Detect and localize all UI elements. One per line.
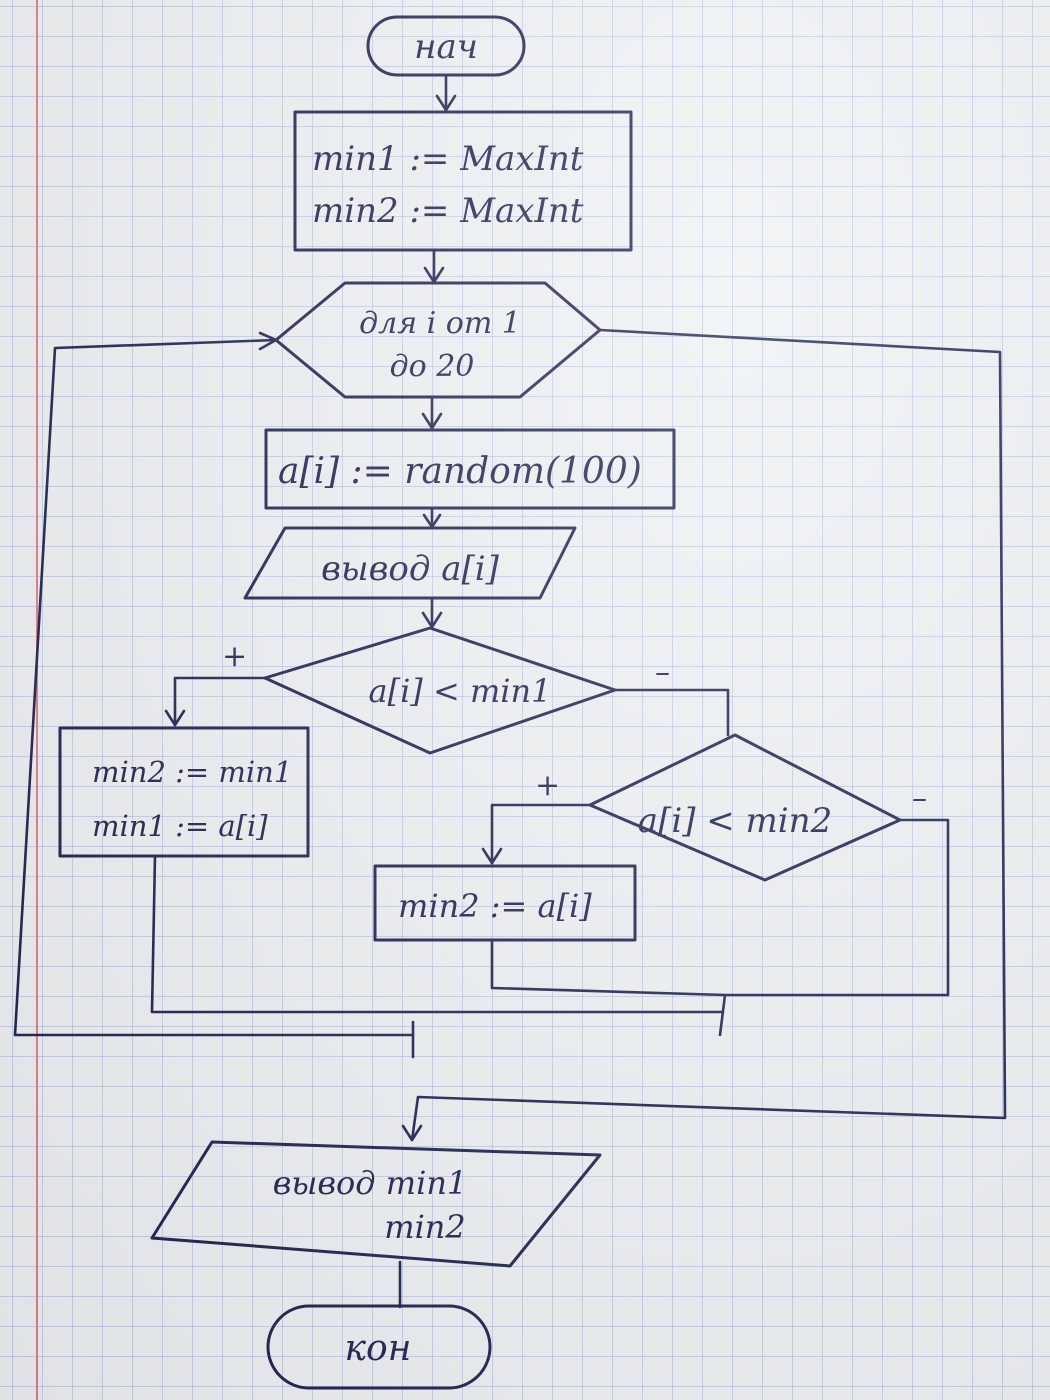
condition-2-yes-label: +: [535, 768, 560, 803]
init-line-2: min2 := MaxInt: [312, 191, 584, 231]
branch-1-line-1: min2 := min1: [92, 755, 292, 789]
connector-loop-exit: [410, 328, 1007, 1142]
condition-2-diamond: [588, 733, 902, 882]
arrow-head: [164, 709, 186, 727]
loop-line-1: для i от 1: [359, 306, 521, 341]
loop-header: для i от 1 до 20: [274, 281, 602, 399]
branch-2-box: [373, 864, 637, 942]
start-terminal: нач: [366, 15, 526, 77]
end-terminal: кон: [266, 1304, 492, 1390]
condition-1-diamond: [263, 626, 617, 755]
condition-2-label: a[i] < min2: [638, 801, 832, 841]
connector-cond2-no: [723, 818, 950, 997]
branch-1-line-2: min1 := a[i]: [92, 809, 268, 843]
output-item-parallelogram: [243, 526, 577, 600]
branch-1-box: [58, 726, 310, 858]
condition-1-no-label: –: [655, 655, 670, 690]
condition-2-no-label: –: [912, 781, 927, 816]
init-process: min1 := MaxInt min2 := MaxInt: [293, 110, 633, 252]
arrow-head: [481, 847, 503, 865]
init-box: [293, 110, 633, 252]
output-item: вывод a[i]: [243, 526, 577, 600]
connector-cond1-yes: [173, 676, 267, 727]
assign-process: a[i] := random(100): [264, 428, 676, 510]
branch-2-label: min2 := a[i]: [398, 887, 592, 925]
output-result-parallelogram: [150, 1140, 602, 1268]
connector-cond2-yes: [490, 803, 592, 865]
connector-loop-back: [13, 338, 415, 1037]
assign-label: a[i] := random(100): [278, 451, 642, 492]
branch-1-process: min2 := min1 min1 := a[i]: [58, 726, 310, 858]
condition-1-label: a[i] < min1: [369, 672, 552, 710]
loop-line-2: до 20: [390, 349, 475, 384]
arrow-head: [401, 1124, 423, 1142]
output-result: вывод min1 min2: [150, 1140, 602, 1268]
arrow-head: [421, 611, 443, 629]
condition-1-yes-label: +: [222, 639, 247, 674]
init-line-1: min1 := MaxInt: [312, 139, 584, 179]
start-label: нач: [414, 27, 478, 67]
connector-cond2-merge: [490, 938, 727, 1037]
arrow-head: [435, 94, 457, 112]
output-item-label: вывод a[i]: [321, 549, 500, 589]
end-label: кон: [345, 1328, 412, 1369]
assign-box: [264, 428, 676, 510]
output-result-line-1: вывод min1: [273, 1164, 468, 1202]
end-oval: [266, 1304, 492, 1390]
connector-cond1-no: [613, 688, 730, 737]
notebook-margin-line: [36, 0, 38, 1400]
condition-1: a[i] < min1 + –: [222, 626, 670, 755]
arrow-head: [421, 412, 443, 430]
condition-2: a[i] < min2 + –: [535, 733, 927, 882]
branch-2-process: min2 := a[i]: [373, 864, 637, 942]
connector-branch1-merge: [150, 854, 724, 1014]
arrow-head: [258, 331, 278, 351]
output-result-line-2: min2: [384, 1208, 466, 1246]
